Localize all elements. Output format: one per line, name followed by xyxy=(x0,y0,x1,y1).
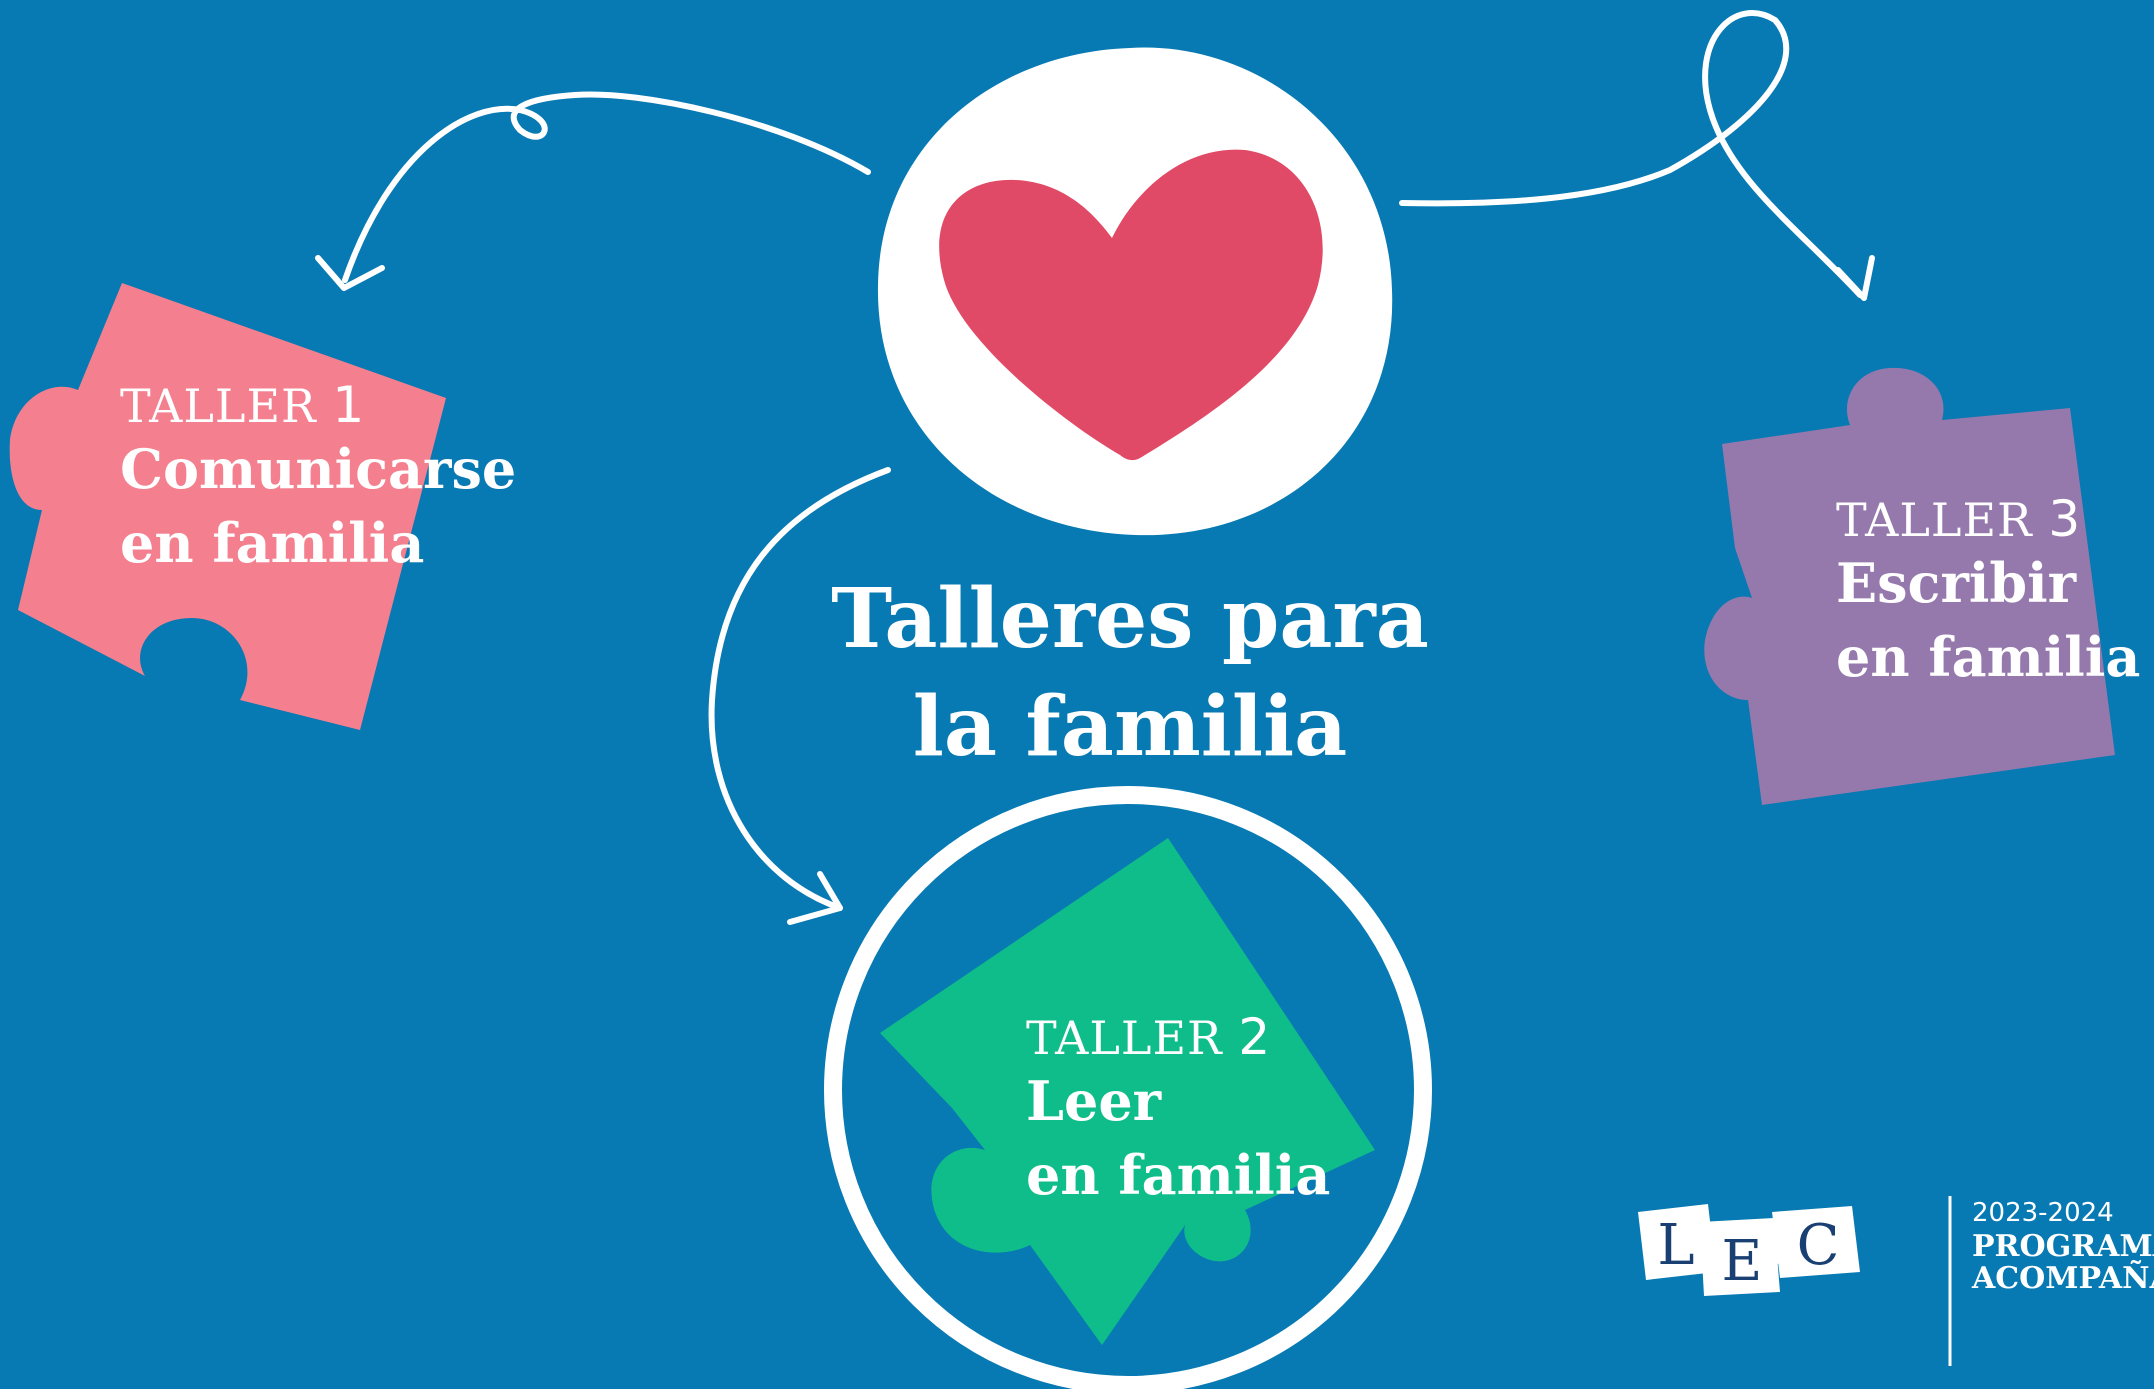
taller-3-kicker-text: TALLER xyxy=(1836,493,2033,547)
title-line1: Talleres para xyxy=(831,571,1429,667)
taller-3-line2: en familia xyxy=(1836,625,2141,689)
puzzle-piece-2 xyxy=(880,838,1375,1345)
arrow-to-taller-3-head xyxy=(1835,255,1875,301)
lec-letter-l: L xyxy=(1657,1213,1694,1278)
taller-1-kicker: TALLER 1 xyxy=(120,380,516,430)
taller-1-line1: Comunicarse xyxy=(120,437,517,501)
arrow-to-taller-1-head xyxy=(315,255,385,291)
lec-letter-c: C xyxy=(1797,1213,1840,1278)
taller-2-kicker: TALLER 2 xyxy=(1026,1012,1330,1062)
lec-logo-mark: L E C xyxy=(1638,1204,1860,1296)
taller-3-label: TALLER 3 Escribir en familia xyxy=(1836,494,2140,704)
taller-2-line1: Leer xyxy=(1026,1069,1162,1133)
arrow-to-taller-2 xyxy=(708,467,891,911)
logo-line2: ACOMPAÑA xyxy=(1972,1260,2154,1296)
taller-1-kicker-text: TALLER xyxy=(120,379,317,433)
arrow-to-taller-2-head xyxy=(787,871,843,925)
taller-2-number: 2 xyxy=(1238,1008,1272,1066)
puzzle-piece-1 xyxy=(9,283,447,730)
taller-2-ring xyxy=(824,786,1432,1389)
lec-letter-e: E xyxy=(1722,1229,1763,1294)
taller-1-label: TALLER 1 Comunicarse en familia xyxy=(120,380,516,590)
arrow-to-taller-3 xyxy=(1399,10,1863,298)
heart-icon xyxy=(939,149,1323,461)
taller-1-line2: en familia xyxy=(120,511,425,575)
puzzle-piece-3 xyxy=(1704,367,2115,805)
taller-2-line2: en familia xyxy=(1026,1143,1331,1207)
page-title: Talleres para la familia xyxy=(770,565,1490,781)
taller-2-label: TALLER 2 Leer en familia xyxy=(1026,1012,1330,1222)
taller-1-number: 1 xyxy=(332,376,366,434)
arrow-to-taller-1 xyxy=(342,91,871,283)
taller-2-kicker-text: TALLER xyxy=(1026,1011,1223,1065)
taller-3-line1: Escribir xyxy=(1836,551,2077,615)
taller-3-kicker: TALLER 3 xyxy=(1836,494,2140,544)
logo-years: 2023-2024 xyxy=(1972,1198,2114,1228)
taller-3-number: 3 xyxy=(2048,490,2082,548)
title-line2: la familia xyxy=(912,679,1348,775)
